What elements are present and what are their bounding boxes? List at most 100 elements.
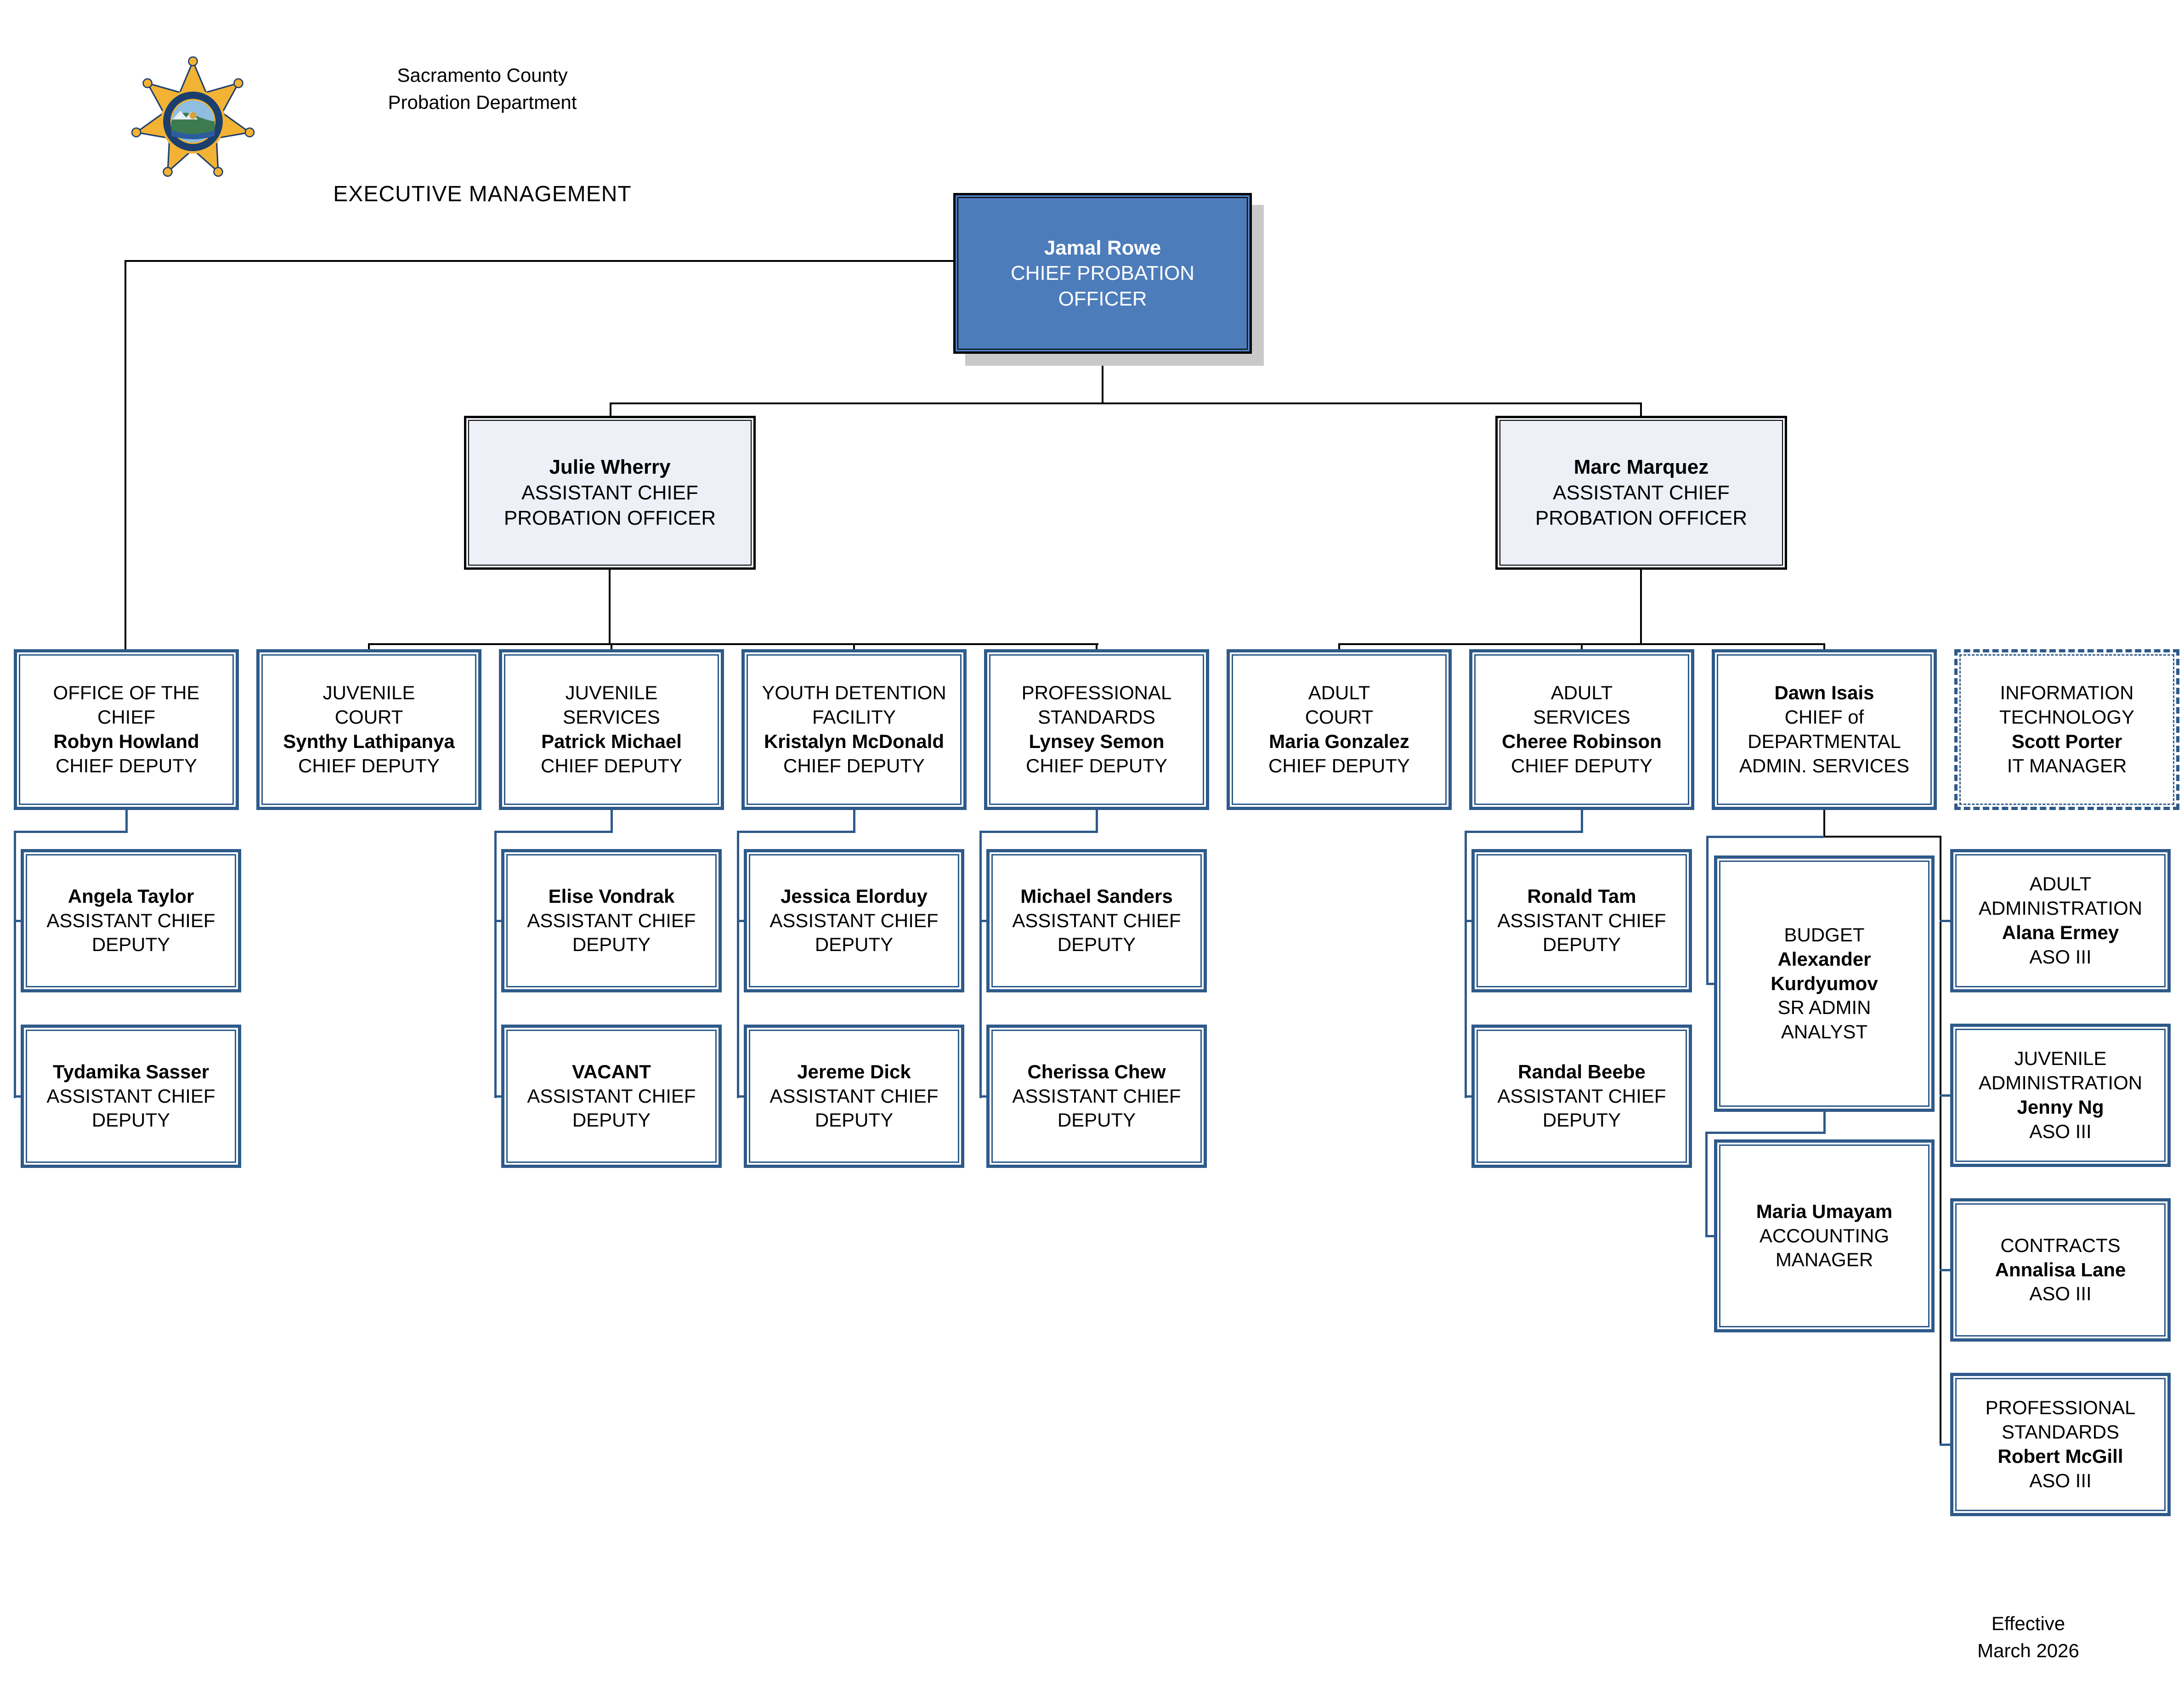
connector-line — [1581, 643, 1583, 651]
org-box-jessica-elorduy: Jessica Elorduy ASSISTANT CHIEF DEPUTY — [744, 849, 964, 992]
org-box-tydamika-sasser: Tydamika Sasser ASSISTANT CHIEF DEPUTY — [21, 1025, 241, 1168]
connector-line — [1940, 920, 1952, 922]
role-label: ASSISTANT CHIEF DEPUTY — [1497, 909, 1666, 956]
connector-line — [368, 643, 1098, 645]
org-box-professional-standards-aso: PROFESSIONAL STANDARDS Robert McGill ASO… — [1950, 1373, 2171, 1516]
division-label: ADULT SERVICES — [1533, 682, 1630, 728]
connector-line — [1096, 643, 1098, 651]
person-name: Julie Wherry — [549, 456, 671, 479]
org-box-cherissa-chew: Cherissa Chew ASSISTANT CHIEF DEPUTY — [986, 1025, 1207, 1168]
division-label: ADULT COURT — [1305, 682, 1374, 728]
role-label: ASSISTANT CHIEF DEPUTY — [769, 1085, 939, 1131]
role-label: CHIEF DEPUTY — [1025, 754, 1168, 776]
connector-line — [1823, 836, 1941, 838]
connector-line — [124, 260, 126, 651]
role-label: ASSISTANT CHIEF DEPUTY — [527, 909, 696, 956]
person-name: Alana Ermey — [2002, 922, 2119, 943]
division-label: PROFESSIONAL STANDARDS — [1985, 1397, 2136, 1443]
connector-line — [1705, 1132, 1708, 1237]
role-label: ASSISTANT CHIEF DEPUTY — [769, 909, 939, 956]
person-name: Robyn Howland — [53, 731, 199, 752]
org-box-maria-umayam: Maria Umayam ACCOUNTING MANAGER — [1714, 1139, 1935, 1332]
person-name: Maria Gonzalez — [1269, 731, 1409, 752]
division-label: CONTRACTS — [2000, 1234, 2121, 1256]
org-box-contracts: CONTRACTS Annalisa Lane ASO III — [1950, 1198, 2171, 1342]
org-box-vacant-deputy: VACANT ASSISTANT CHIEF DEPUTY — [501, 1025, 722, 1168]
org-box-juvenile-administration: JUVENILE ADMINISTRATION Jenny Ng ASO III — [1950, 1024, 2171, 1167]
division-label: YOUTH DETENTION FACILITY — [762, 682, 946, 728]
org-box-angela-taylor: Angela Taylor ASSISTANT CHIEF DEPUTY — [21, 849, 241, 992]
connector-line — [124, 260, 954, 262]
role-label: ASSISTANT CHIEF DEPUTY — [46, 1085, 215, 1131]
person-name: Alexander Kurdyumov — [1771, 948, 1878, 994]
division-label: JUVENILE ADMINISTRATION — [1978, 1048, 2143, 1094]
person-name: Synthy Lathipanya — [283, 731, 455, 752]
effective-date: Effective March 2026 — [1977, 1613, 2079, 1661]
chart-title: EXECUTIVE MANAGEMENT — [333, 182, 632, 206]
org-box-information-technology: INFORMATION TECHNOLOGY Scott Porter IT M… — [1954, 649, 2179, 810]
connector-line — [1940, 1094, 1952, 1097]
connector-line — [1465, 831, 1583, 833]
connector-line — [737, 1095, 746, 1098]
division-label: PROFESSIONAL STANDARDS — [1021, 682, 1172, 728]
org-box-juvenile-services: JUVENILE SERVICES Patrick Michael CHIEF … — [499, 649, 724, 810]
role-label: ASSISTANT CHIEF DEPUTY — [1012, 909, 1181, 956]
division-label: INFORMATION TECHNOLOGY — [1999, 682, 2135, 728]
connector-line — [14, 831, 16, 1098]
role-label: ASSISTANT CHIEF DEPUTY — [1497, 1085, 1666, 1131]
role-label: CHIEF DEPUTY — [540, 754, 683, 776]
connector-line — [979, 831, 1098, 833]
connector-line — [1706, 983, 1716, 985]
person-name: Tydamika Sasser — [52, 1060, 209, 1082]
person-name: Dawn Isais — [1774, 682, 1874, 704]
connector-line — [1581, 810, 1583, 833]
connector-line — [1940, 1269, 1952, 1271]
person-name: Cheree Robinson — [1502, 731, 1662, 752]
connector-line — [1706, 836, 1824, 838]
role-label: ASO III — [2029, 946, 2092, 968]
person-name: Robert McGill — [1997, 1445, 2123, 1467]
org-box-randal-beebe: Randal Beebe ASSISTANT CHIEF DEPUTY — [1471, 1025, 1692, 1168]
role-label: ASSISTANT CHIEF PROBATION OFFICER — [504, 481, 716, 530]
connector-line — [494, 1095, 504, 1098]
person-name: Elise Vondrak — [548, 885, 675, 907]
person-name: Ronald Tam — [1527, 885, 1636, 907]
person-name: Lynsey Semon — [1029, 731, 1165, 752]
connector-line — [1706, 836, 1709, 985]
connector-line — [609, 570, 611, 645]
connector-line — [979, 831, 982, 1098]
person-name: Jenny Ng — [2017, 1096, 2104, 1118]
org-box-adult-services: ADULT SERVICES Cheree Robinson CHIEF DEP… — [1469, 649, 1694, 810]
person-name: Scott Porter — [2011, 731, 2122, 752]
role-label: ASSISTANT CHIEF DEPUTY — [46, 909, 215, 956]
connector-line — [14, 1095, 23, 1098]
connector-line — [1705, 1235, 1716, 1237]
division-label: ADULT ADMINISTRATION — [1978, 873, 2143, 919]
connector-line — [1640, 570, 1642, 645]
division-label: OFFICE OF THE CHIEF — [53, 682, 200, 728]
role-label: ASSISTANT CHIEF PROBATION OFFICER — [1535, 481, 1748, 530]
role-label: ASO III — [2029, 1469, 2092, 1491]
connector-line — [494, 831, 497, 1098]
person-name: Marc Marquez — [1573, 456, 1709, 479]
connector-line — [125, 810, 128, 833]
person-name: Patrick Michael — [541, 731, 682, 752]
connector-line — [1940, 836, 1941, 1445]
org-box-adult-court: ADULT COURT Maria Gonzalez CHIEF DEPUTY — [1227, 649, 1452, 810]
connector-line — [610, 402, 611, 417]
connector-line — [611, 810, 613, 833]
connector-line — [1823, 810, 1825, 838]
connector-line — [979, 920, 989, 922]
org-box-adult-administration: ADULT ADMINISTRATION Alana Ermey ASO III — [1950, 849, 2171, 992]
org-box-elise-vondrak: Elise Vondrak ASSISTANT CHIEF DEPUTY — [501, 849, 722, 992]
connector-line — [1465, 831, 1467, 1098]
org-box-professional-standards: PROFESSIONAL STANDARDS Lynsey Semon CHIE… — [984, 649, 1209, 810]
connector-line — [368, 643, 370, 651]
connector-line — [1823, 1112, 1826, 1134]
division-label: JUVENILE SERVICES — [563, 682, 660, 728]
connector-line — [1823, 643, 1825, 651]
org-box-ronald-tam: Ronald Tam ASSISTANT CHIEF DEPUTY — [1471, 849, 1692, 992]
connector-line — [737, 920, 746, 922]
connector-line — [1338, 643, 1340, 651]
